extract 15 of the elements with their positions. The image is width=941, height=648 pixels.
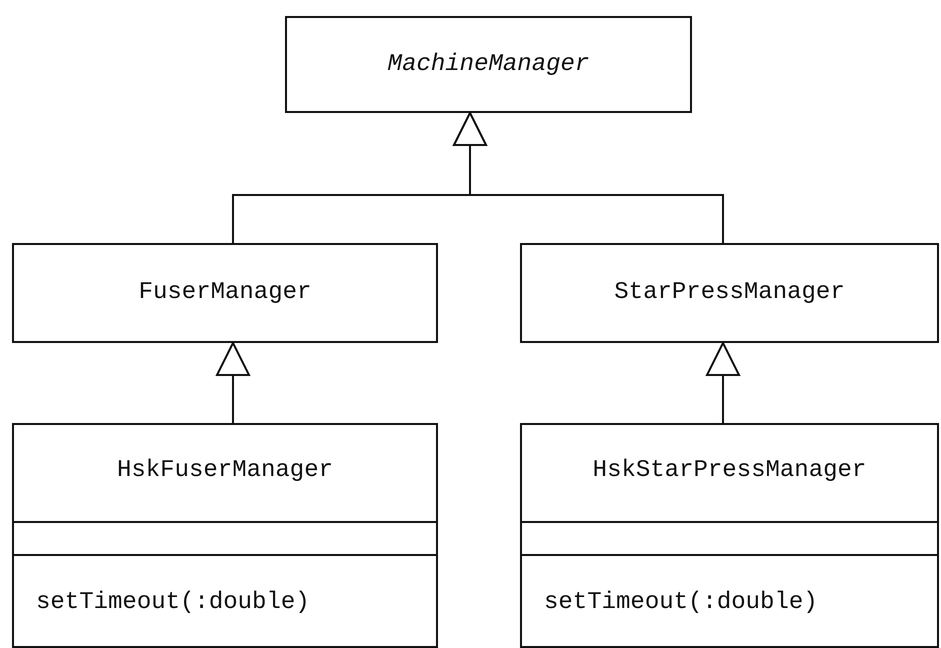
class-box (12, 243, 438, 343)
method-signature: setTimeout(:double) (544, 589, 818, 616)
class-box (12, 423, 438, 648)
class-box (520, 243, 939, 343)
inheritance-arrow (216, 342, 250, 423)
inheritance-arrow (453, 112, 724, 243)
class-name: HskFuserManager (116, 457, 334, 484)
class-name: HskStarPressManager (592, 457, 866, 484)
inheritance-arrow (706, 342, 740, 423)
class-box (285, 16, 692, 113)
class-name: FuserManager (138, 279, 312, 306)
class-box (520, 423, 939, 648)
class-name: MachineManager (388, 50, 590, 78)
method-signature: setTimeout(:double) (36, 589, 310, 616)
class-name: StarPressManager (614, 279, 845, 306)
